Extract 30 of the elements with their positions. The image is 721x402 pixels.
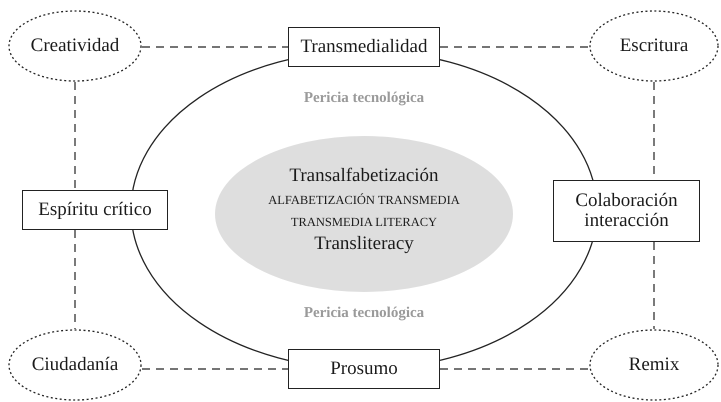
node-label: Remix [628,354,680,376]
concept-box [22,190,168,230]
connector-line [142,46,288,48]
connector-line [653,242,655,329]
dotted-ellipse [8,10,142,82]
concept-text: Transliteracy [313,233,415,255]
connector-line [440,46,589,48]
node-label: Espíritu crítico [37,200,153,220]
node-label: Ciudadanía [32,354,118,376]
connector-line [440,368,589,370]
ring-label: Pericia tecnológica [302,305,426,322]
concept-box [288,27,440,67]
node-label: Prosumo [329,359,399,379]
dotted-ellipse [8,329,142,401]
connector-line [74,82,76,190]
center-ellipse [214,135,514,293]
concept-text: TRANSMEDIA LITERACY [290,215,438,230]
ring-label: Pericia tecnológica [302,90,426,107]
concept-text: ALFABETIZACIÓN TRANSMEDIA [267,193,461,208]
connector-line [142,368,288,370]
node-label: Colaboración interacción [574,191,679,231]
concept-text: Transalfabetización [288,165,440,187]
dotted-ellipse [589,329,719,401]
node-label: Escritura [620,35,688,57]
node-label: Transmedialidad [299,37,428,57]
connector-line [74,230,76,329]
concept-box [553,180,700,242]
concept-box [288,349,440,389]
node-label: Creatividad [30,35,120,57]
dotted-ellipse [589,10,719,82]
